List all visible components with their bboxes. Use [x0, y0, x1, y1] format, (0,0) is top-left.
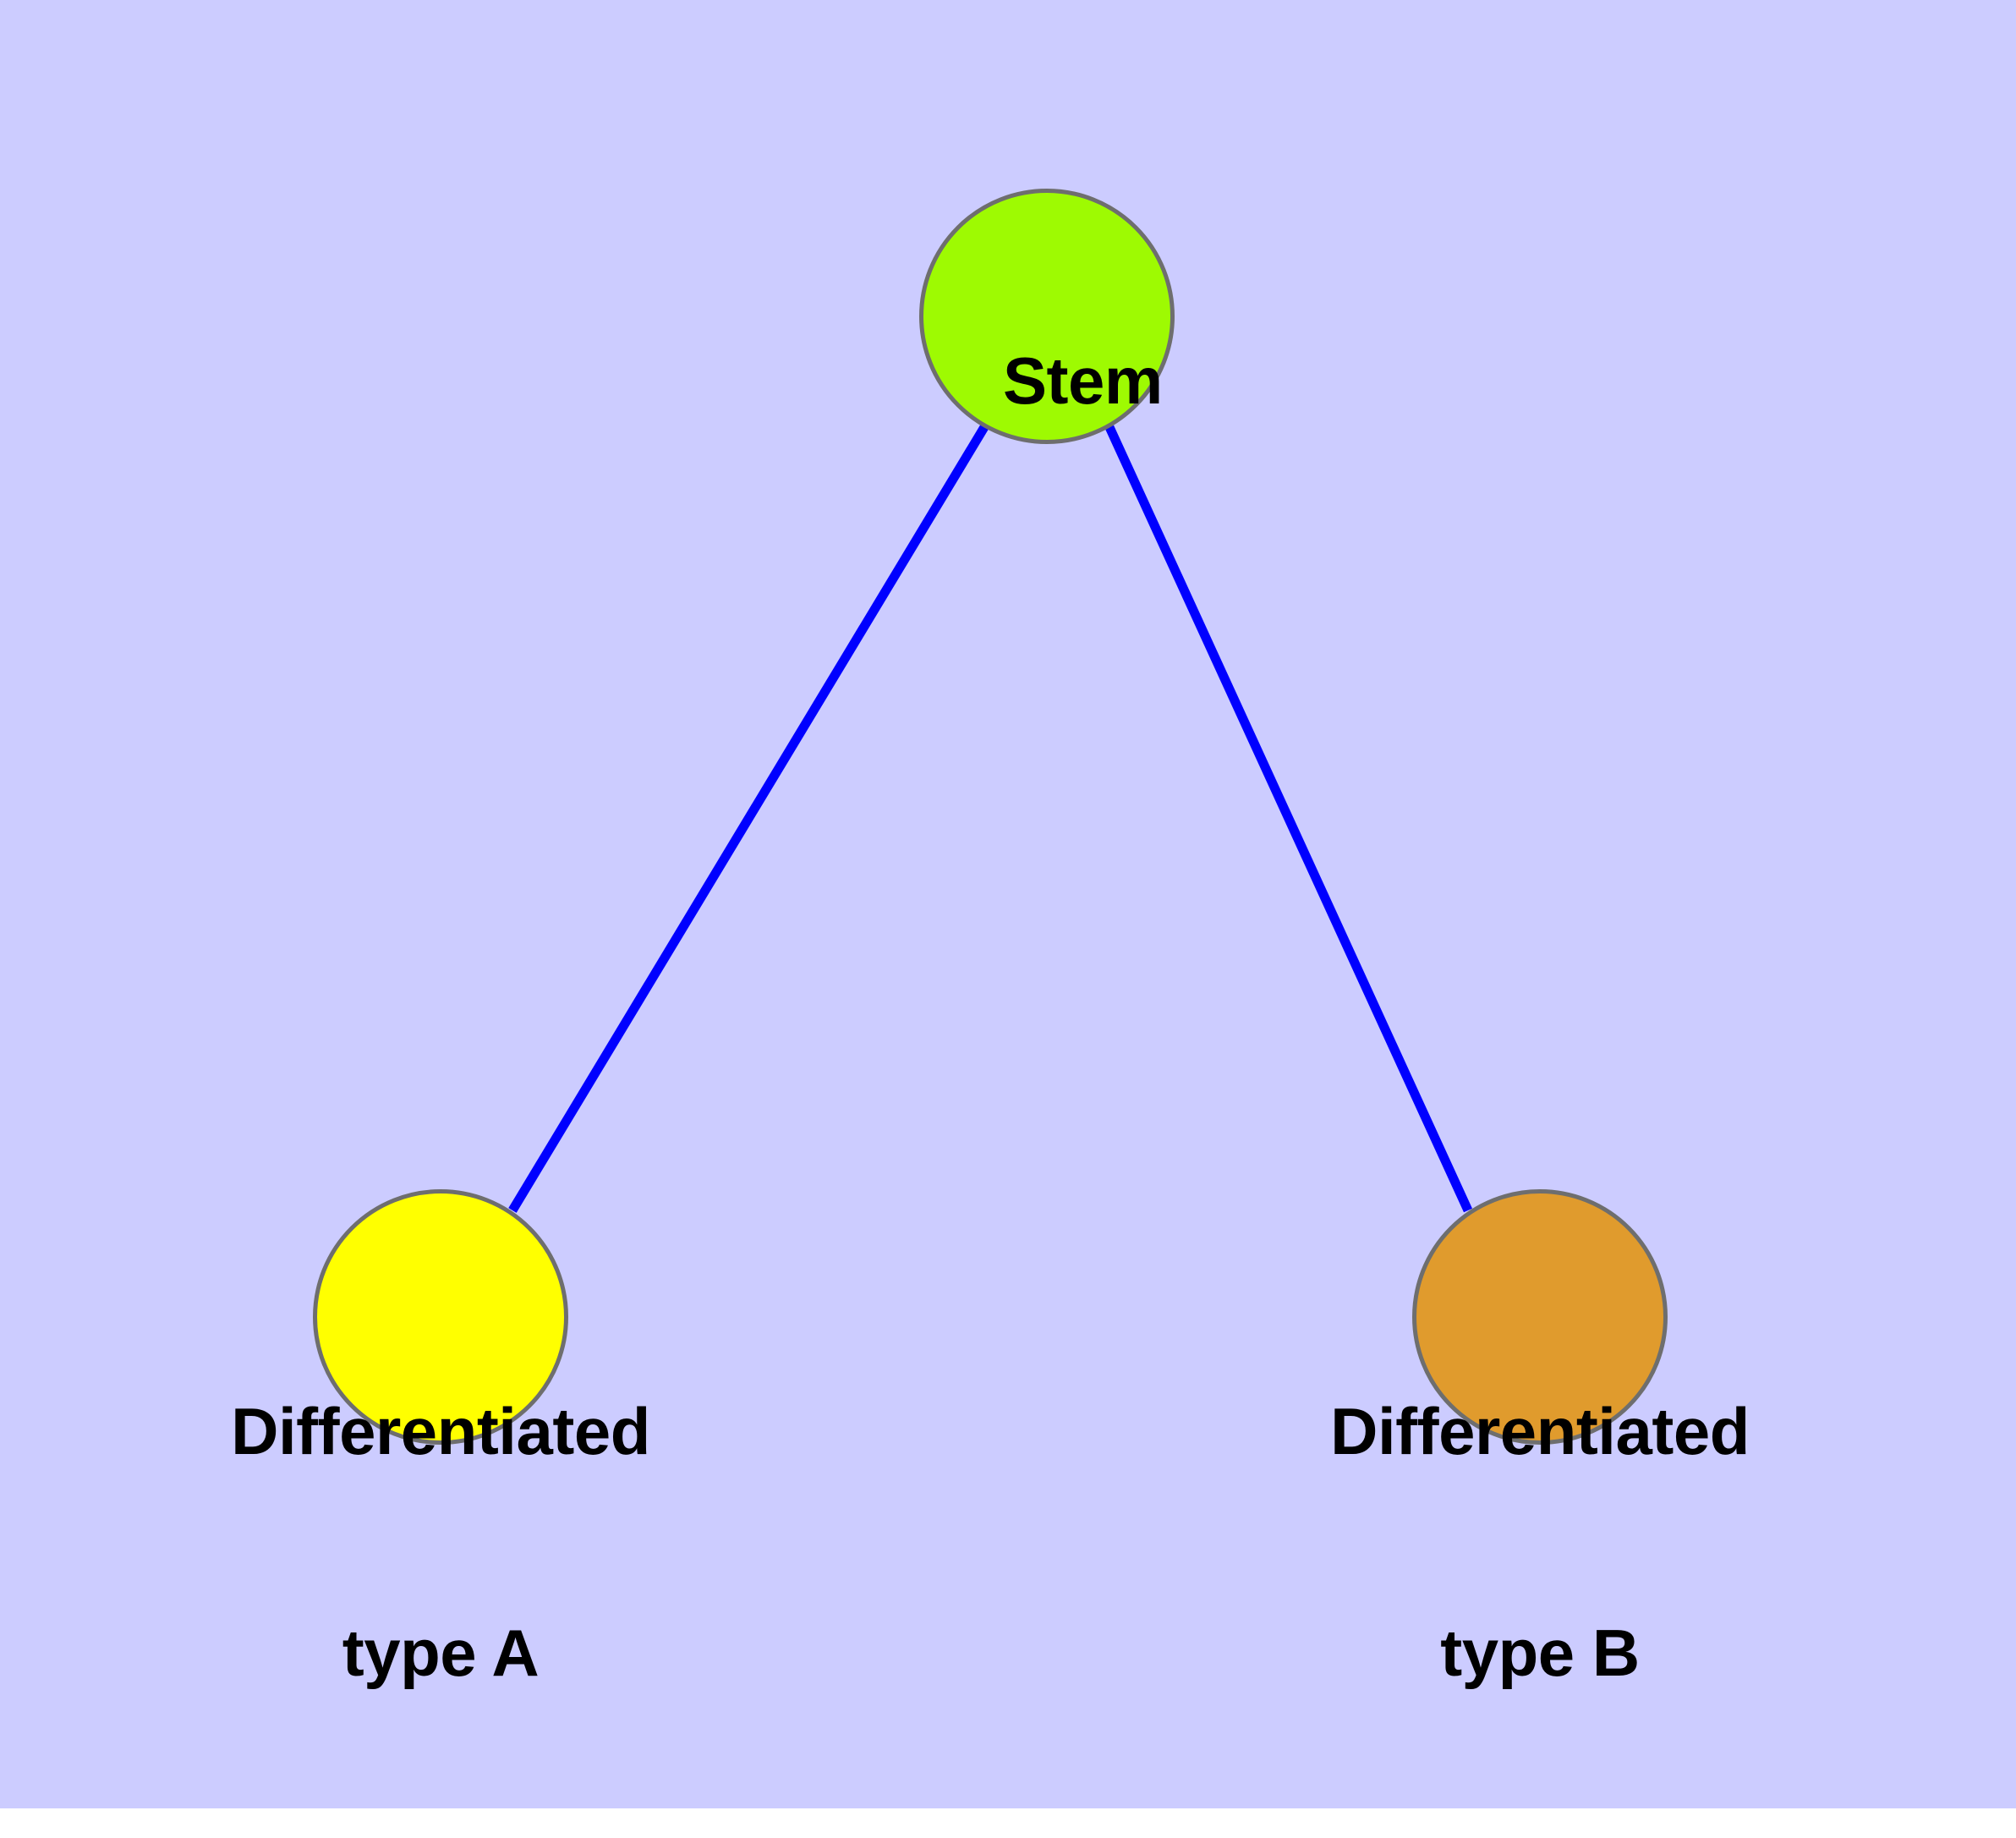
edge-stem-to-differentiated-type-a: [508, 425, 989, 1213]
edge-stem-to-differentiated-type-b: [1104, 425, 1473, 1213]
node-differentiated-type-b[interactable]: [1412, 1189, 1668, 1445]
node-differentiated-type-a[interactable]: [313, 1189, 568, 1445]
node-stem[interactable]: [919, 189, 1175, 444]
